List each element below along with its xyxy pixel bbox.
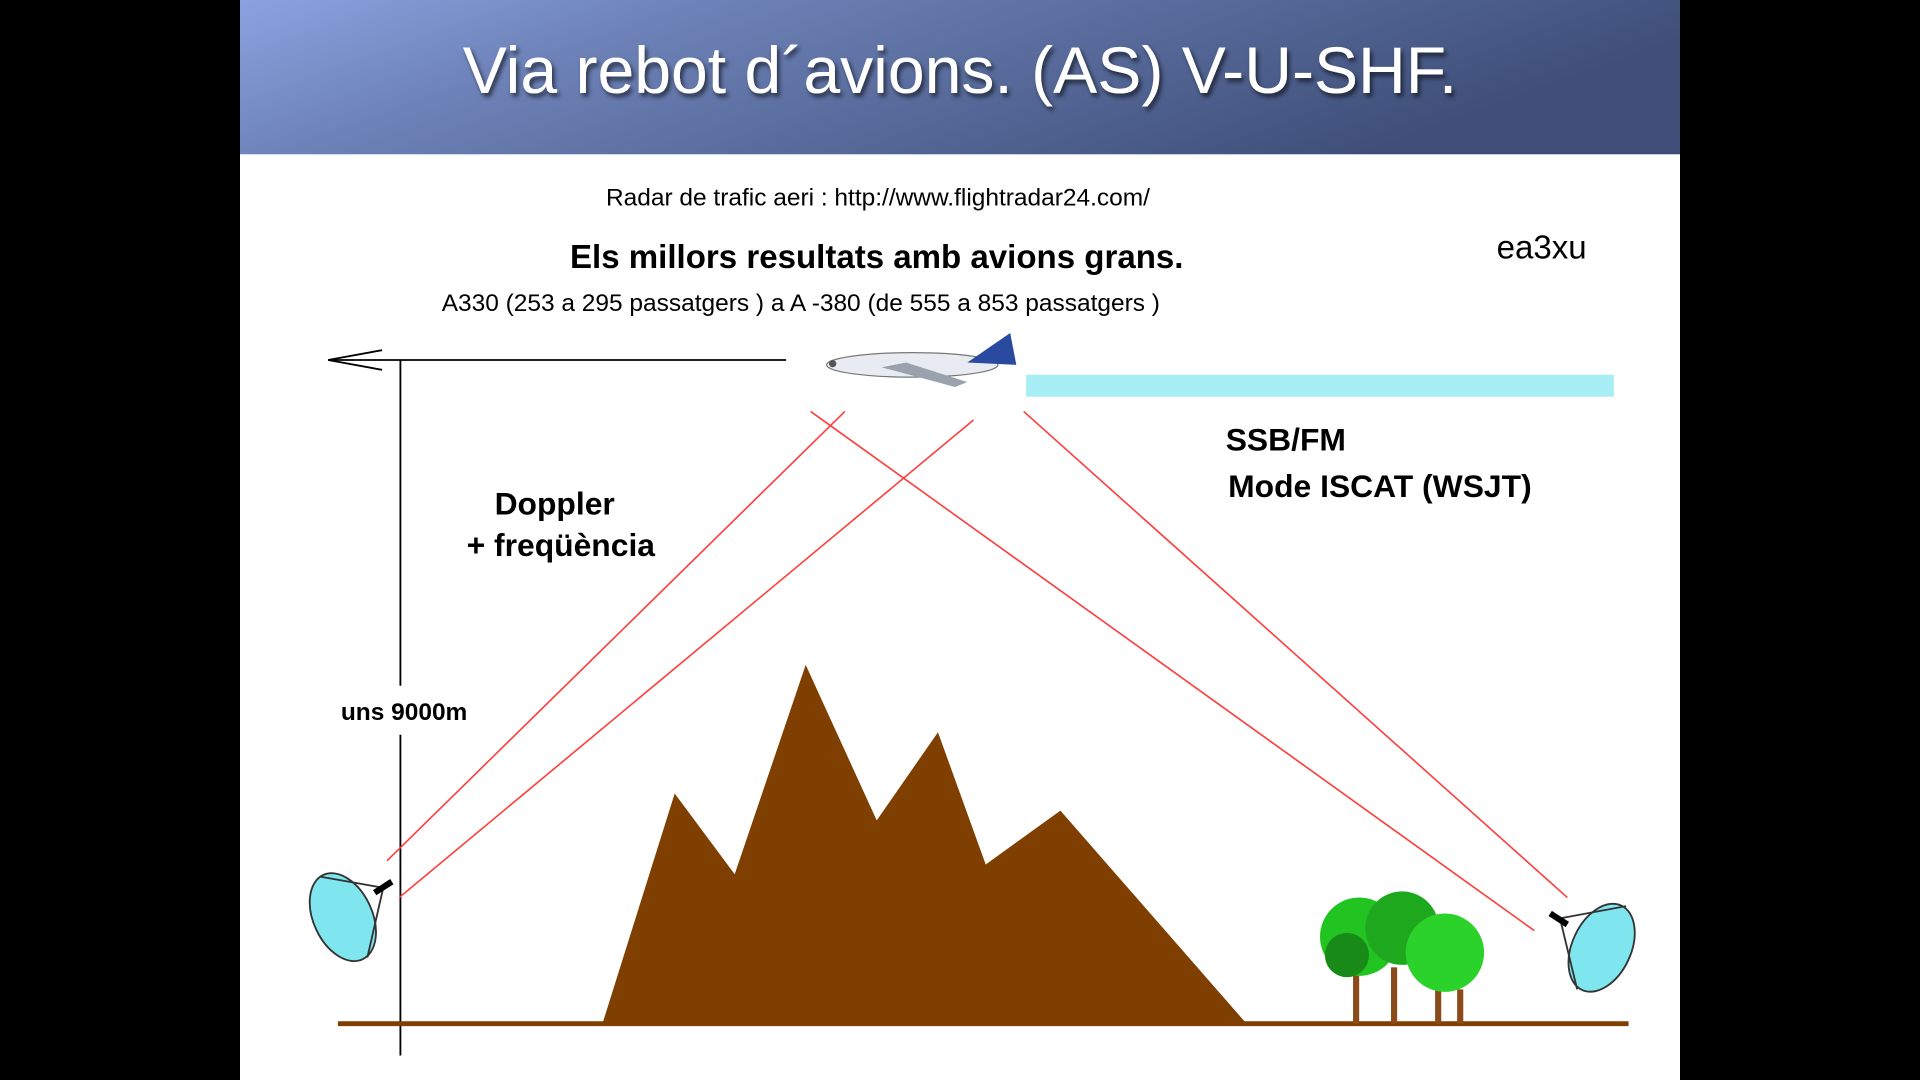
altitude-axis <box>327 349 787 1056</box>
modes-label-2: Mode ISCAT (WSJT) <box>1228 468 1532 504</box>
airplane-icon <box>825 333 1017 387</box>
mountain <box>602 664 1247 1024</box>
doppler-label: Doppler <box>495 485 615 521</box>
author-callsign: ea3xu <box>1497 229 1587 266</box>
radar-line: Radar de trafic aeri : http://www.flight… <box>606 185 1150 212</box>
left-antenna-dish-icon <box>308 872 394 963</box>
signal-beams <box>386 410 1568 932</box>
headline: Els millors resultats amb avions grans. <box>570 239 1183 276</box>
contrail <box>1026 374 1614 397</box>
right-antenna-dish-icon <box>1548 902 1636 993</box>
title-bar <box>240 0 1680 155</box>
trees <box>1320 891 1485 1024</box>
aircraft-range: A330 (253 a 295 passatgers ) a A -380 (d… <box>442 290 1160 317</box>
altitude-label: uns 9000m <box>341 699 468 726</box>
frequency-label: + freqüència <box>467 527 656 563</box>
modes-label-1: SSB/FM <box>1226 422 1346 458</box>
slide-title: Via rebot d´avions. (AS) V-U-SHF. <box>463 34 1457 108</box>
